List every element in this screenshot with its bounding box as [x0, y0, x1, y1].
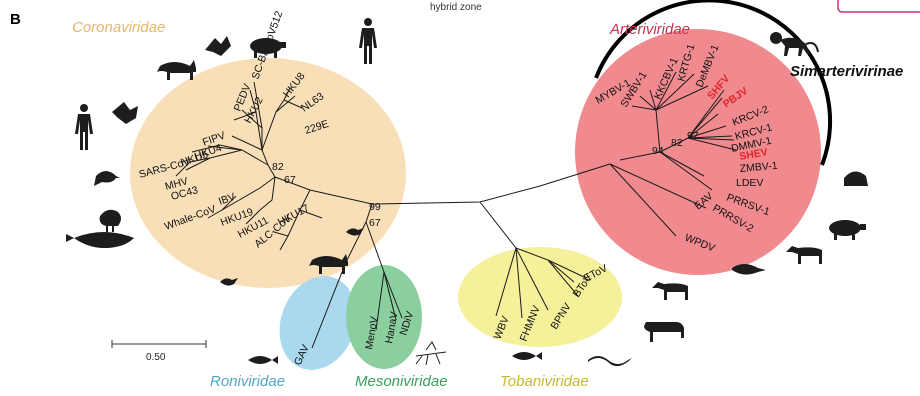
fish-icon	[512, 352, 542, 360]
human-icon	[75, 104, 93, 150]
tobaniviridae-region	[458, 247, 622, 347]
leaf-label: LDEV	[736, 177, 763, 189]
top-clipped-text: hybrid zone	[430, 2, 482, 13]
bootstrap-value: 82	[671, 137, 683, 149]
chicken-icon	[100, 210, 121, 232]
snake-icon	[588, 356, 632, 366]
horse-icon	[652, 282, 688, 300]
whale-icon	[66, 232, 134, 248]
bat-icon	[112, 102, 138, 124]
family-title-arteriviridae: Arteriviridae	[609, 21, 690, 38]
subfamily-title-simarterivirinae: Simarterivirinae	[790, 63, 903, 80]
rat-icon	[94, 171, 120, 186]
cow-icon	[644, 322, 684, 342]
mosquito-icon	[416, 342, 446, 365]
family-title-mesoniviridae: Mesoniviridae	[355, 373, 448, 390]
bat-icon	[205, 36, 231, 56]
bootstrap-value: 67	[284, 174, 296, 186]
family-title-roniviridae: Roniviridae	[210, 373, 285, 390]
fish-icon	[248, 356, 278, 364]
human-icon	[359, 18, 377, 64]
bootstrap-value: 99	[369, 201, 381, 213]
cat-icon	[157, 60, 196, 80]
scale-bar-label: 0.50	[146, 352, 166, 363]
family-title-tobaniviridae: Tobaniviridae	[500, 373, 589, 390]
panel-label: B	[10, 11, 21, 28]
horse-icon	[786, 246, 822, 264]
bootstrap-value: 67	[369, 217, 381, 229]
rat-icon	[844, 171, 868, 186]
bootstrap-value: 82	[272, 161, 284, 173]
bootstrap-value: 97	[687, 130, 699, 142]
pig-icon	[829, 220, 866, 240]
coronaviridae-region	[130, 58, 406, 288]
shrew-icon	[732, 264, 766, 275]
bootstrap-value: 94	[652, 145, 664, 157]
top-clipped-frame	[838, 0, 920, 12]
family-title-coronaviridae: Coronaviridae	[72, 19, 165, 36]
